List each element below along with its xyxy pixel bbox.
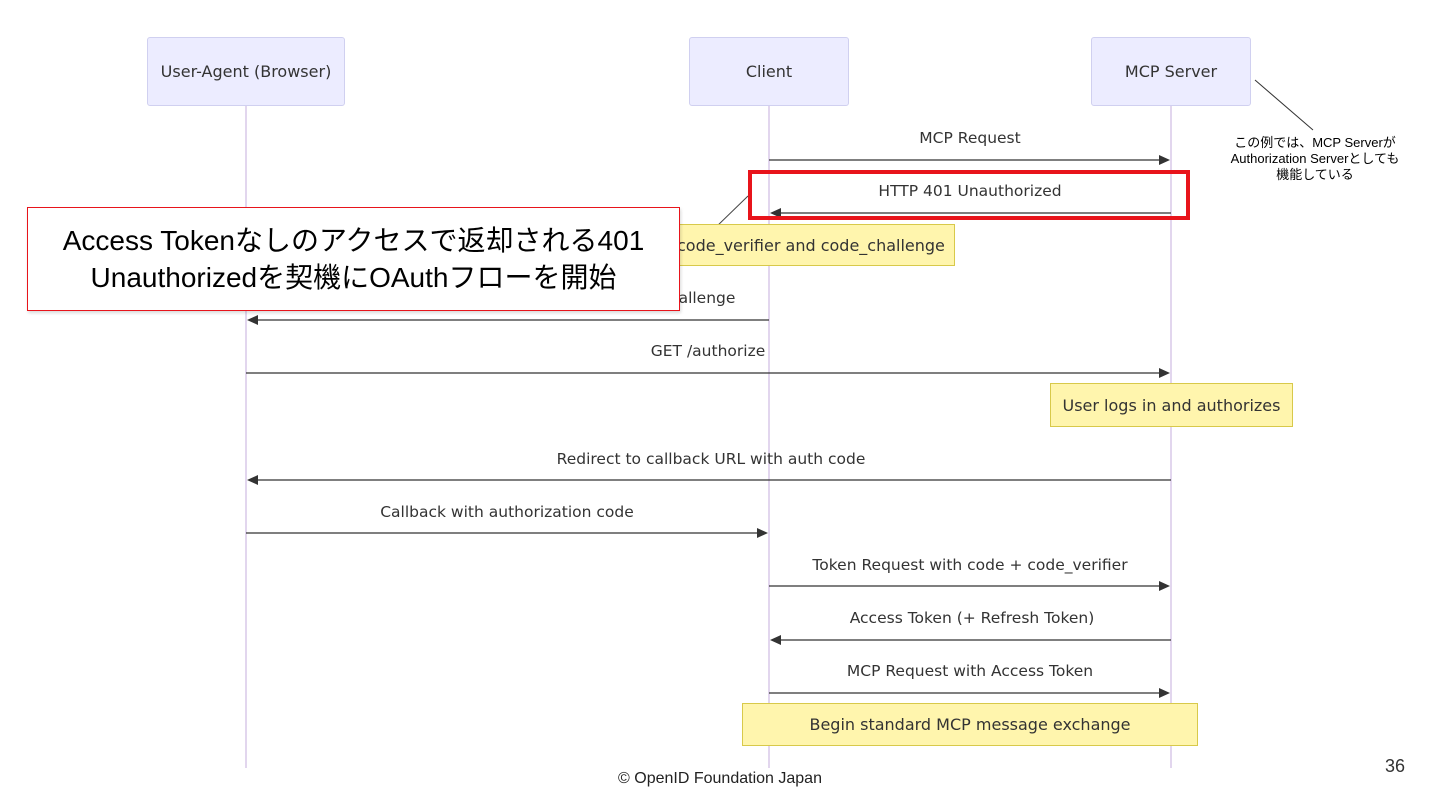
message-label-mcp-request-token: MCP Request with Access Token: [846, 662, 1094, 680]
message-arrowhead-0: [1159, 155, 1170, 165]
message-arrowhead-7: [770, 635, 781, 645]
message-label-challenge: allenge: [678, 289, 736, 307]
message-arrowhead-1: [770, 208, 781, 218]
message-label-get-authorize: GET /authorize: [650, 342, 766, 360]
message-arrowhead-3: [1159, 368, 1170, 378]
actor-mcp-server: MCP Server: [1091, 37, 1251, 106]
page-number: 36: [1385, 756, 1406, 776]
footer-copyright: © OpenID Foundation Japan: [618, 770, 822, 787]
message-label-token-request: Token Request with code + code_verifier: [812, 556, 1128, 574]
message-arrowhead-8: [1159, 688, 1170, 698]
callout-line-2: Unauthorizedを契機にOAuthフローを開始: [90, 262, 617, 293]
message-label-http-401: HTTP 401 Unauthorized: [878, 182, 1062, 200]
message-arrowhead-5: [757, 528, 768, 538]
note-pkce-generation: code_verifier and code_challenge: [672, 224, 955, 266]
note-user-login: User logs in and authorizes: [1050, 383, 1293, 427]
callout-box: Access Tokenなしのアクセスで返却される401 Unauthorize…: [27, 207, 680, 311]
message-label-mcp-request: MCP Request: [919, 129, 1021, 147]
message-arrowhead-2: [247, 315, 258, 325]
actor-client: Client: [689, 37, 849, 106]
note-begin-exchange: Begin standard MCP message exchange: [742, 703, 1198, 746]
callout-line-1: Access Tokenなしのアクセスで返却される401: [62, 225, 645, 256]
actor-user-agent: User-Agent (Browser): [147, 37, 345, 106]
side-note: この例では、MCP Serverが Authorization Serverとし…: [1208, 135, 1422, 183]
side-note-line-1: この例では、MCP Serverが: [1234, 135, 1396, 150]
message-arrowhead-6: [1159, 581, 1170, 591]
highlight-box: [748, 170, 1190, 220]
message-label-redirect: Redirect to callback URL with auth code: [556, 450, 866, 468]
message-label-callback: Callback with authorization code: [380, 503, 634, 521]
message-label-access-token: Access Token (+ Refresh Token): [849, 609, 1095, 627]
side-note-line-3: 機能している: [1276, 167, 1354, 182]
side-note-connector-line: [1254, 79, 1314, 131]
side-note-line-2: Authorization Serverとしても: [1230, 151, 1400, 166]
message-arrowhead-4: [247, 475, 258, 485]
